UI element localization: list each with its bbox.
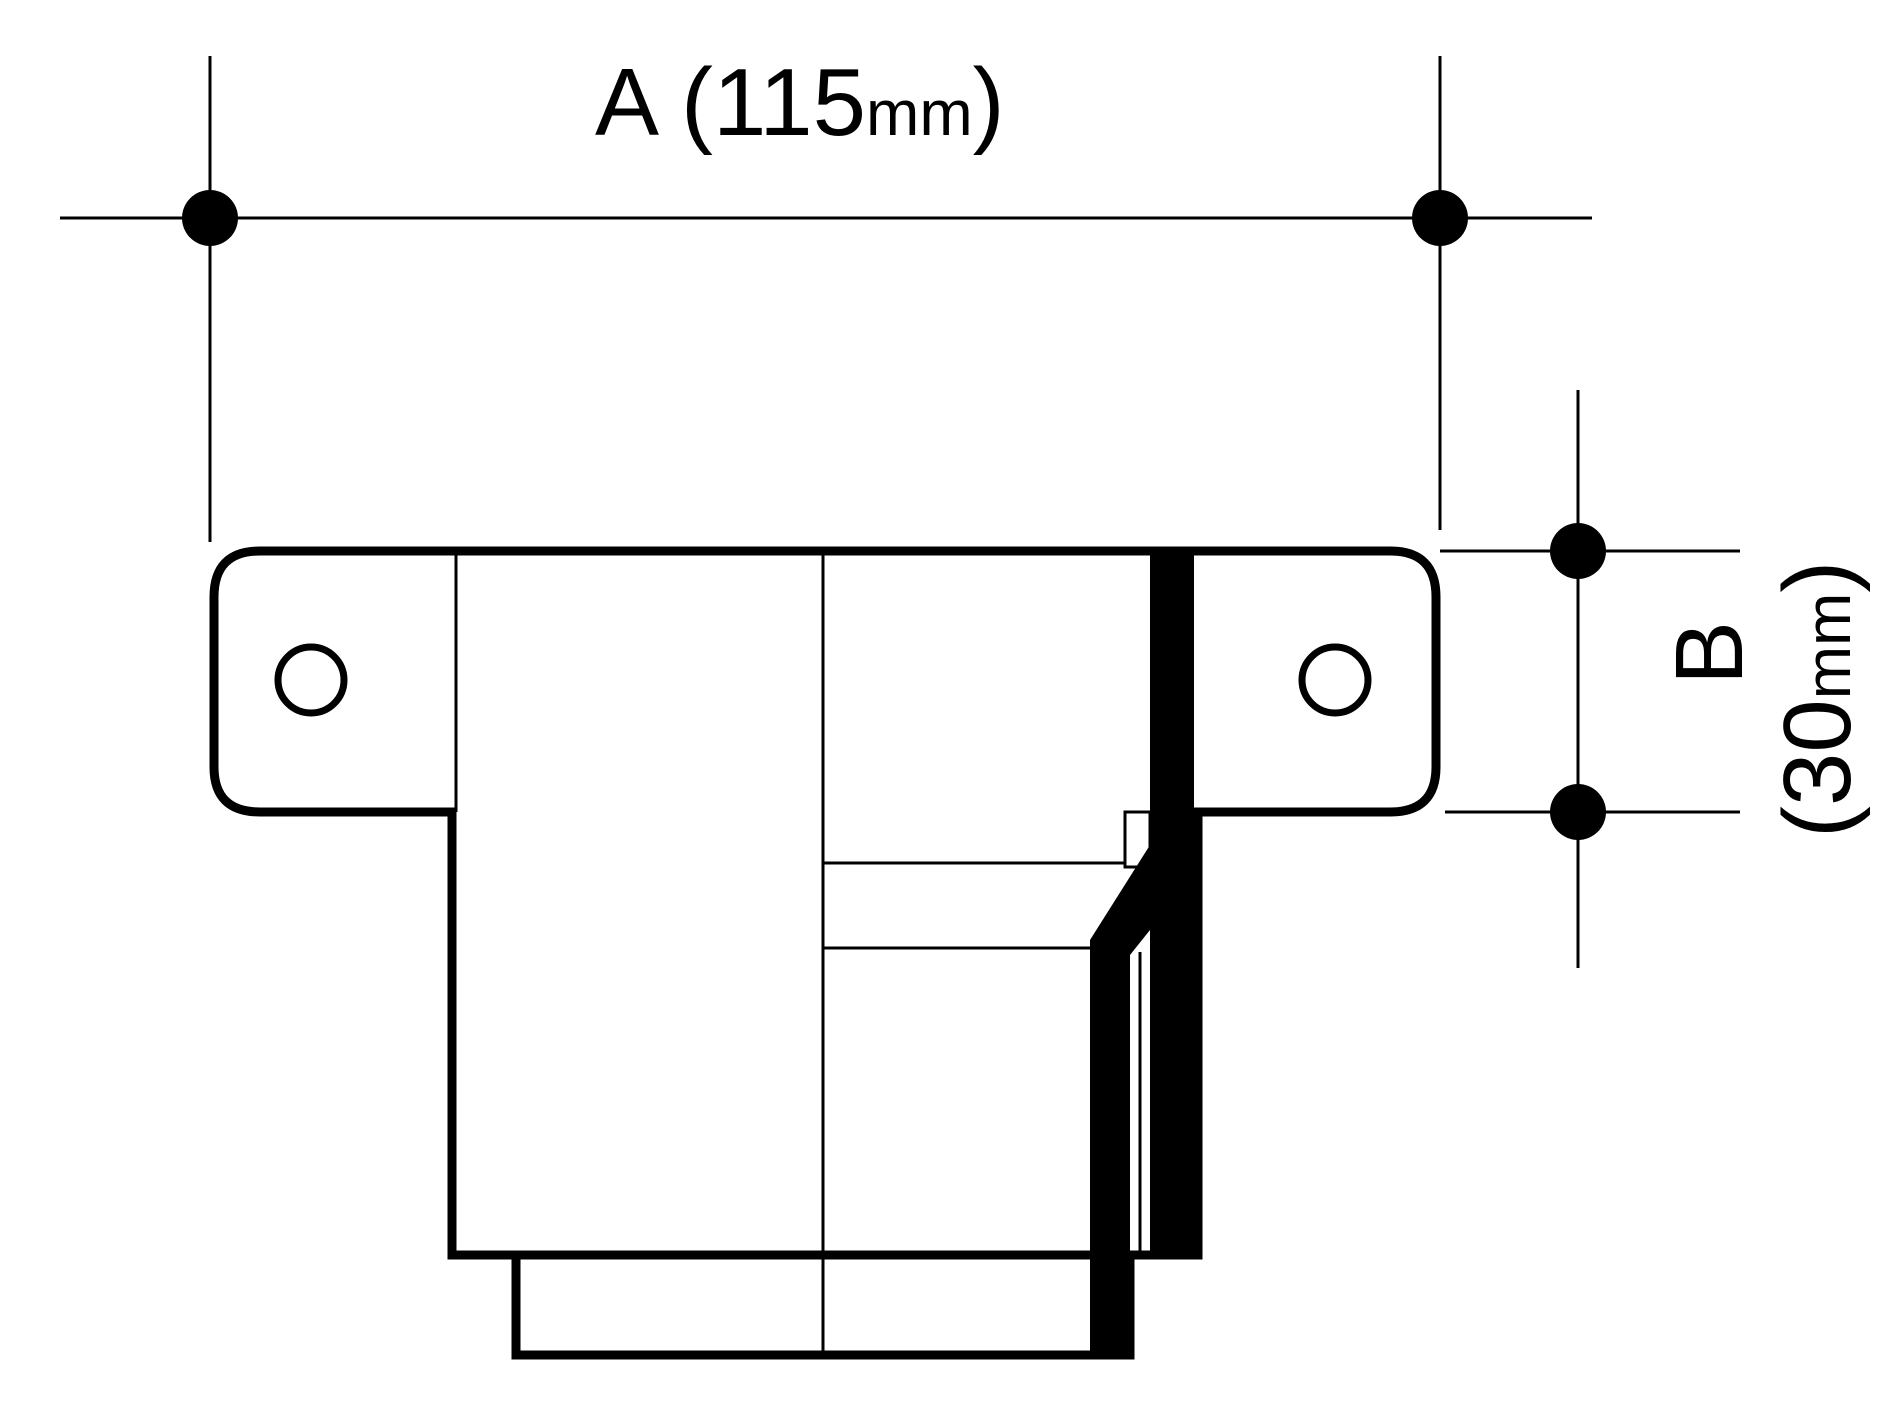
- dimension-b-point-bottom: [1550, 784, 1606, 840]
- dimension-a-point-left: [182, 190, 238, 246]
- dimension-b-letter: B: [1656, 621, 1763, 685]
- dimension-a-unit: mm: [866, 77, 973, 149]
- dimension-b-close: ): [1764, 561, 1871, 593]
- dimension-a-letter: A: [595, 49, 659, 156]
- mounting-hole-right: [1298, 643, 1372, 717]
- dimension-a-label: A(115mm): [595, 49, 1005, 156]
- dimension-a-value: (115: [681, 49, 866, 156]
- dimension-b-value: (30: [1764, 699, 1871, 838]
- bracket-part: [209, 546, 1441, 1360]
- dimension-b-unit: mm: [1792, 593, 1864, 700]
- dimension-b-letter-label: B: [1656, 621, 1763, 685]
- dimension-b: B (30mm): [1440, 390, 1871, 968]
- dimension-a: A(115mm): [60, 49, 1592, 542]
- mounting-hole-left: [274, 643, 348, 717]
- dimension-b-point-top: [1550, 523, 1606, 579]
- dimension-b-value-label: (30mm): [1764, 561, 1871, 838]
- dimension-a-point-right: [1412, 190, 1468, 246]
- flange-plate: [209, 546, 1441, 1260]
- dimension-a-close: ): [973, 49, 1005, 156]
- side-strip: [1150, 551, 1194, 1256]
- latch-arm: [1090, 845, 1150, 1352]
